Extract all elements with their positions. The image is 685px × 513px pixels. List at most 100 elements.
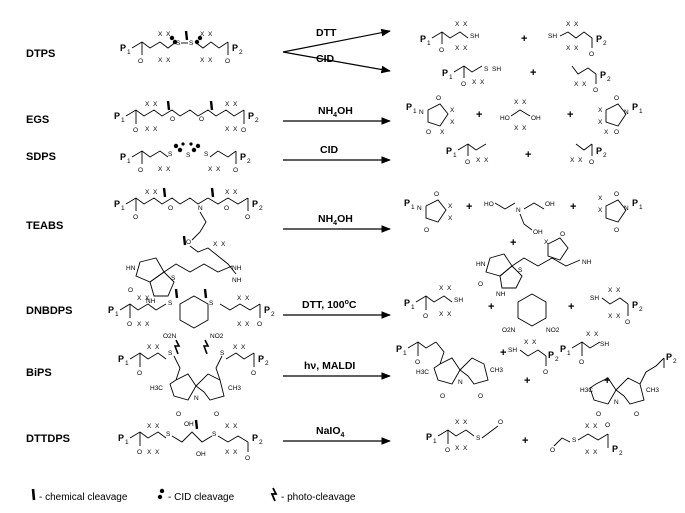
svg-text:P: P (632, 102, 638, 112)
svg-text:O: O (593, 87, 598, 94)
svg-text:X: X (566, 45, 571, 52)
svg-text:P: P (596, 146, 602, 156)
svg-text:O: O (579, 359, 584, 366)
svg-text:O: O (465, 159, 470, 166)
svg-text:SH: SH (548, 33, 557, 40)
svg-text:NH: NH (582, 259, 592, 266)
svg-text:S: S (484, 66, 489, 73)
svg-text:X: X (585, 449, 590, 456)
svg-text:O: O (634, 411, 639, 418)
svg-text:X: X (463, 45, 468, 52)
svg-text:O: O (589, 51, 594, 58)
svg-text:S: S (168, 300, 173, 307)
svg-text:S: S (204, 151, 209, 158)
svg-text:P: P (560, 344, 566, 354)
svg-text:X: X (593, 423, 598, 430)
svg-text:O: O (138, 167, 143, 174)
legend: - chemical cleavage - CID cleavage - pho… (31, 487, 356, 503)
svg-text:+: + (530, 67, 536, 79)
svg-text:1: 1 (449, 74, 453, 81)
svg-text:O: O (424, 227, 429, 234)
svg-text:X: X (166, 57, 171, 64)
svg-text:X: X (233, 423, 238, 430)
svg-text:O: O (498, 419, 503, 426)
svg-text:X: X (233, 126, 238, 133)
svg-text:N: N (419, 109, 424, 116)
svg-text:O: O (168, 205, 173, 212)
svg-text:X: X (598, 207, 603, 214)
svg-text:2: 2 (603, 152, 607, 159)
svg-text:- chemical cleavage: - chemical cleavage (39, 492, 128, 503)
svg-text:X: X (463, 419, 468, 426)
svg-text:P: P (406, 102, 412, 112)
svg-text:O: O (560, 231, 565, 238)
svg-text:N: N (614, 399, 619, 406)
svg-text:SH: SH (600, 341, 609, 348)
svg-text:2: 2 (271, 311, 275, 318)
svg-text:X: X (145, 189, 150, 196)
cid-cleavage-dots-icon (157, 488, 165, 500)
svg-text:O: O (127, 321, 132, 328)
svg-text:X: X (158, 57, 163, 64)
compound-label-dtps: DTPS (26, 48, 55, 60)
svg-text:X: X (566, 21, 571, 28)
svg-text:X: X (225, 101, 230, 108)
svg-text:X: X (153, 189, 158, 196)
svg-text:S: S (186, 152, 191, 159)
svg-text:O: O (133, 127, 138, 134)
legend-cid-cleavage: - CID cleavage (157, 488, 235, 503)
svg-text:N: N (198, 205, 203, 212)
svg-text:X: X (522, 99, 527, 106)
svg-text:P: P (264, 305, 270, 315)
svg-text:X: X (447, 285, 452, 292)
svg-text:X: X (221, 241, 226, 248)
svg-text:+: + (567, 109, 573, 121)
compound-label-egs: EGS (26, 114, 49, 126)
svg-text:X: X (616, 287, 621, 294)
svg-text:X: X (233, 189, 238, 196)
svg-text:SH: SH (508, 347, 517, 354)
svg-text:1: 1 (453, 152, 457, 159)
svg-text:O: O (137, 449, 142, 456)
svg-text:O: O (445, 447, 450, 454)
svg-text:P: P (252, 199, 258, 209)
svg-text:2: 2 (259, 205, 263, 212)
svg-text:X: X (448, 203, 453, 210)
svg-text:X: X (582, 81, 587, 88)
svg-text:P: P (252, 433, 258, 443)
svg-text:+: + (476, 109, 482, 121)
legend-photo-cleavage: - photo-cleavage (270, 487, 356, 503)
svg-text:X: X (463, 445, 468, 452)
svg-text:S: S (518, 267, 523, 274)
svg-text:X: X (225, 189, 230, 196)
svg-text:OH: OH (533, 229, 543, 236)
svg-text:X: X (578, 157, 583, 164)
svg-text:2: 2 (555, 356, 559, 363)
svg-text:X: X (608, 313, 613, 320)
svg-text:X: X (208, 57, 213, 64)
svg-text:X: X (225, 423, 230, 430)
svg-text:X: X (514, 99, 519, 106)
svg-text:+: + (500, 347, 506, 359)
svg-text:O: O (426, 129, 431, 136)
svg-text:+: + (466, 201, 472, 213)
svg-text:P: P (108, 305, 114, 315)
svg-text:1: 1 (125, 439, 129, 446)
svg-text:2: 2 (639, 306, 643, 313)
svg-text:CH3: CH3 (646, 387, 659, 394)
svg-text:SH: SH (492, 66, 501, 73)
svg-text:X: X (585, 423, 590, 430)
svg-text:CH3: CH3 (228, 385, 241, 392)
svg-text:N: N (624, 109, 629, 116)
svg-text:HO: HO (500, 115, 510, 122)
svg-text:X: X (524, 339, 529, 346)
svg-text:S: S (212, 431, 217, 438)
svg-text:SH: SH (590, 295, 599, 302)
svg-text:X: X (241, 344, 246, 351)
